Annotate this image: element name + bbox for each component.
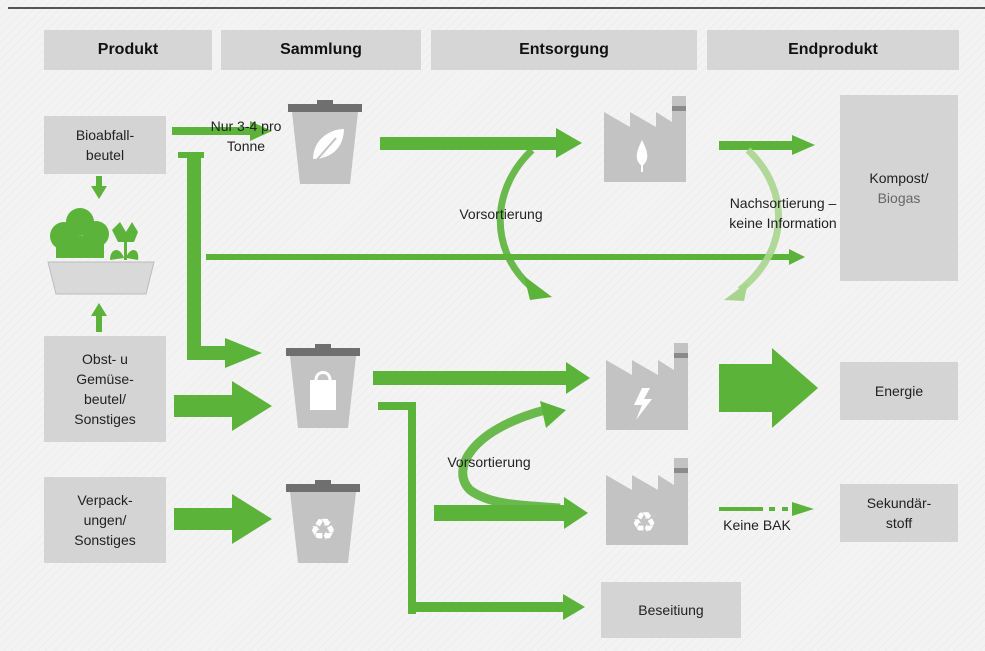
label-nachsortierung: Nachsortierung – keine Information <box>729 195 837 231</box>
box-sekundaerstoff: Sekundär- stoff <box>840 484 958 542</box>
leaf-bin-icon <box>288 100 362 184</box>
energy-plant-icon <box>606 343 688 430</box>
label-vorsortierung-top: Vorsortierung <box>459 206 543 222</box>
box-bioabfallbeutel: Bioabfall- beutel <box>44 116 166 174</box>
arrow-rest-bin-to-beseitigung <box>378 402 585 620</box>
arrow-verpack-to-recycle-bin <box>174 494 272 544</box>
recycling-plant-icon: ♻ <box>606 458 688 545</box>
box-beseitigung: Beseitiung <box>601 582 741 638</box>
curve-nachsortierung-head <box>724 282 748 301</box>
garden-planter-icon <box>47 208 155 295</box>
svg-text:♻: ♻ <box>631 506 656 539</box>
bag-bin-icon <box>286 344 360 428</box>
curve-nachsortierung <box>737 147 782 293</box>
compost-plant-icon <box>604 96 686 182</box>
box-energie: Energie <box>840 362 958 420</box>
header-endprodukt: Endprodukt <box>707 30 959 70</box>
label-vorsortierung-bottom: Vorsortierung <box>447 454 531 470</box>
kompost-label: Kompost/ <box>869 170 929 186</box>
arrow-obst-to-planter <box>91 303 107 332</box>
box-kompost-biogas: Kompost/ Biogas <box>840 95 958 281</box>
curve-vorsortierung-top-head <box>524 276 552 300</box>
box-verpackungen: Verpack- ungen/ Sonstiges <box>44 477 166 563</box>
arrow-bioabfall-to-bin <box>172 121 272 141</box>
arrow-bin-to-compost-plant <box>380 128 582 158</box>
curve-vorsortierung-bottom <box>458 405 561 513</box>
arrow-energy-plant-to-energie <box>719 348 818 428</box>
biogas-label: Biogas <box>877 190 921 206</box>
arrow-plant-to-kompost <box>719 135 815 155</box>
top-rule <box>8 7 985 9</box>
arrow-bioabfall-to-planter <box>91 176 107 199</box>
box-obst-gemuesebeutel: Obst- u Gemüse- beutel/ Sonstiges <box>44 336 166 442</box>
header-produkt: Produkt <box>44 30 212 70</box>
arrow-bioabfall-to-rest-bin <box>178 152 262 368</box>
arrow-rest-bin-to-energy-plant <box>373 362 590 394</box>
arrow-keine-bak <box>719 502 814 516</box>
header-entsorgung: Entsorgung <box>431 30 697 70</box>
recycle-bin-icon: ♻ <box>286 480 360 563</box>
arrow-obst-to-rest-bin <box>174 381 272 431</box>
svg-text:♻: ♻ <box>310 513 337 548</box>
curve-vorsortierung-bottom-head <box>540 401 566 428</box>
label-nur-3-4-pro-tonne: Nur 3-4 pro Tonne <box>210 118 282 154</box>
header-sammlung: Sammlung <box>221 30 421 70</box>
label-keine-bak: Keine BAK <box>723 517 791 533</box>
arrow-direct-to-kompost <box>206 249 805 265</box>
curve-vorsortierung-top <box>496 147 535 289</box>
